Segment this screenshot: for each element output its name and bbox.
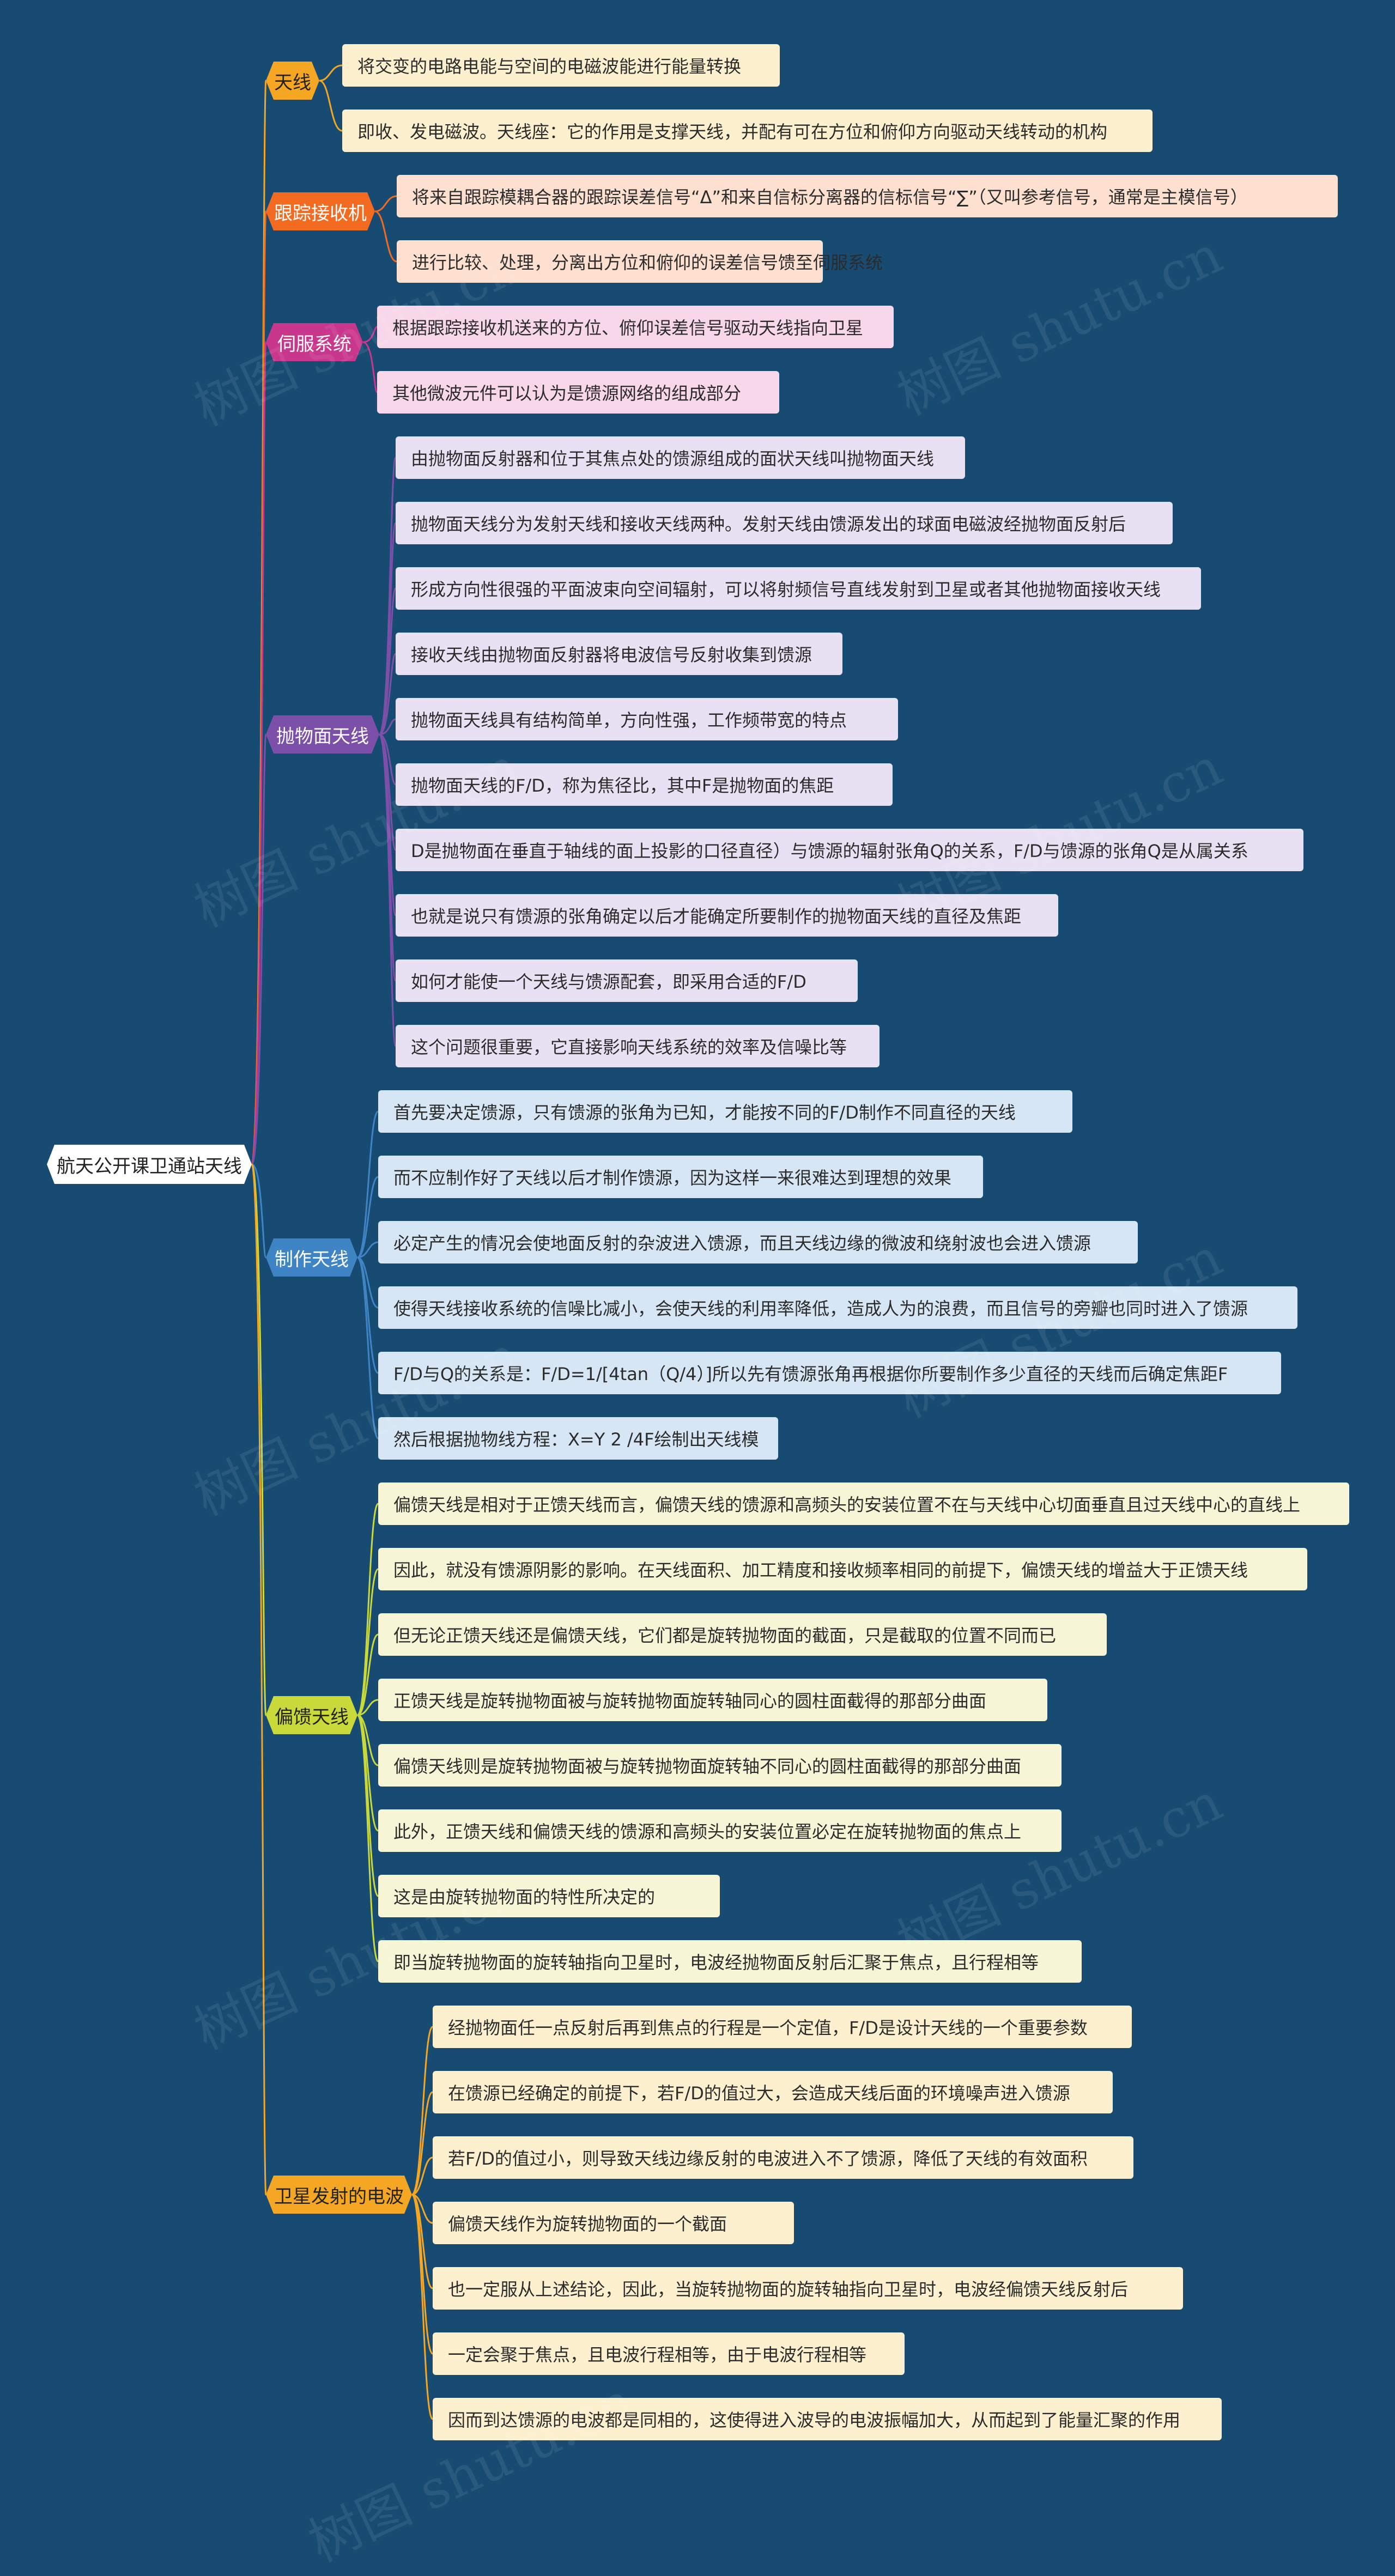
leaf-node[interactable]: 必定产生的情况会使地面反射的杂波进入馈源，而且天线边缘的微波和绕射波也会进入馈源 (378, 1221, 1138, 1263)
leaf-node[interactable]: 即当旋转抛物面的旋转轴指向卫星时，电波经抛物面反射后汇聚于焦点，且行程相等 (378, 1940, 1082, 1983)
leaf-connector (411, 2194, 433, 2224)
leaf-node[interactable]: 正馈天线是旋转抛物面被与旋转抛物面旋转轴同心的圆柱面截得的那部分曲面 (378, 1679, 1047, 1721)
leaf-connector (374, 195, 397, 212)
leaf-node[interactable]: 偏馈天线是相对于正馈天线而言，偏馈天线的馈源和高频头的安装位置不在与天线中心切面… (378, 1483, 1349, 1525)
leaf-node[interactable]: 接收天线由抛物面反射器将电波信号反射收集到馈源 (396, 633, 842, 675)
leaf-connector (378, 587, 397, 736)
leaf-connector (378, 733, 397, 1047)
leaf-node[interactable]: 使得天线接收系统的信噪比减小，会使天线的利用率降低，造成人为的浪费，而且信号的旁… (378, 1286, 1297, 1329)
connector-lines (251, 64, 434, 2420)
leaf-connector (319, 80, 343, 132)
leaf-connector (356, 1568, 379, 1716)
branch-node[interactable]: 抛物面天线 (266, 715, 379, 754)
branch-connector (251, 1163, 267, 1259)
branch-node[interactable]: 制作天线 (266, 1238, 357, 1277)
leaf-node[interactable]: 经抛物面任一点反射后再到焦点的行程是一个定值，F/D是设计天线的一个重要参数 (433, 2006, 1132, 2048)
leaf-connector (378, 522, 397, 736)
leaf-node[interactable]: 若F/D的值过小，则导致天线边缘反射的电波进入不了馈源，降低了天线的有效面积 (433, 2136, 1133, 2179)
leaf-connector (319, 64, 343, 82)
leaf-connector (356, 1110, 379, 1259)
leaf-connector (357, 1256, 379, 1309)
branch-node[interactable]: 卫星发射的电波 (266, 2176, 412, 2214)
leaf-connector (356, 1256, 379, 1439)
leaf-node[interactable]: 抛物面天线具有结构简单，方向性强，工作频带宽的特点 (396, 698, 898, 740)
leaf-node[interactable]: 然后根据抛物线方程：X=Y 2 /4F绘制出天线模 (378, 1417, 778, 1460)
leaf-node[interactable]: D是抛物面在垂直于轴线的面上投影的口径直径）与馈源的辐射张角Q的关系，F/D与馈… (396, 829, 1303, 871)
branch-connector (251, 733, 267, 1165)
leaf-node[interactable]: 由抛物面反射器和位于其焦点处的馈源组成的面状天线叫抛物面天线 (396, 436, 965, 479)
leaf-connector (357, 1176, 379, 1259)
leaf-connector (362, 326, 378, 343)
leaf-node[interactable]: 即收、发电磁波。天线座：它的作用是支撑天线，并配有可在方位和俯仰方向驱动天线转动… (342, 110, 1153, 152)
leaf-node[interactable]: 而不应制作好了天线以后才制作馈源，因为这样一来很难达到理想的效果 (378, 1156, 983, 1198)
leaf-connector (356, 1714, 379, 1897)
leaf-node[interactable]: 也就是说只有馈源的张角确定以后才能确定所要制作的抛物面天线的直径及焦距 (396, 894, 1058, 937)
leaf-node[interactable]: 抛物面天线分为发射天线和接收天线两种。发射天线由馈源发出的球面电磁波经抛物面反射… (396, 502, 1173, 544)
leaf-node[interactable]: 偏馈天线作为旋转抛物面的一个截面 (433, 2202, 794, 2244)
branch-node[interactable]: 天线 (266, 62, 319, 100)
leaf-node[interactable]: 但无论正馈天线还是偏馈天线，它们都是旋转抛物面的截面，只是截取的位置不同而已 (378, 1613, 1107, 1656)
leaf-node[interactable]: 根据跟踪接收机送来的方位、俯仰误差信号驱动天线指向卫星 (377, 306, 894, 348)
leaf-node[interactable]: 这是由旋转抛物面的特性所决定的 (378, 1875, 720, 1917)
leaf-connector (357, 1633, 379, 1716)
leaf-node[interactable]: 因而到达馈源的电波都是同相的，这使得进入波导的电波振幅加大，从而起到了能量汇聚的… (433, 2398, 1222, 2440)
leaf-node[interactable]: 形成方向性很强的平面波束向空间辐射，可以将射频信号直线发射到卫星或者其他抛物面接… (396, 567, 1201, 610)
leaf-node[interactable]: 这个问题很重要，它直接影响天线系统的效率及信噪比等 (396, 1025, 880, 1067)
leaf-node[interactable]: 如何才能使一个天线与馈源配套，即采用合适的F/D (396, 959, 858, 1002)
leaf-connector (379, 733, 397, 786)
branch-node[interactable]: 偏馈天线 (266, 1696, 357, 1734)
leaf-node[interactable]: 抛物面天线的F/D，称为焦径比，其中F是抛物面的焦距 (396, 763, 893, 806)
leaf-connector (379, 718, 396, 736)
leaf-connector (411, 2026, 434, 2196)
branch-node[interactable]: 伺服系统 (266, 323, 363, 361)
leaf-node[interactable]: 进行比较、处理，分离出方位和俯仰的误差信号馈至伺服系统 (397, 240, 883, 283)
branch-connector (251, 1163, 267, 1716)
leaf-connector (357, 1699, 379, 1716)
leaf-connector (411, 2194, 433, 2289)
leaf-connector (357, 1256, 379, 1374)
branch-connector (251, 341, 267, 1165)
branch-node[interactable]: 跟踪接收机 (266, 192, 375, 230)
leaf-node[interactable]: 也一定服从上述结论，因此，当旋转抛物面的旋转轴指向卫星时，电波经偏馈天线反射后 (433, 2267, 1183, 2310)
leaf-connector (357, 1241, 379, 1259)
leaf-node[interactable]: 将交变的电路电能与空间的电磁波能进行能量转换 (342, 44, 780, 87)
leaf-node[interactable]: 此外，正馈天线和偏馈天线的馈源和高频头的安装位置必定在旋转抛物面的焦点上 (378, 1809, 1062, 1852)
leaf-connector (411, 2091, 433, 2196)
leaf-connector (411, 2156, 433, 2196)
leaf-connector (357, 1714, 379, 1766)
leaf-connector (379, 653, 397, 736)
branch-connector (251, 1163, 267, 2196)
leaf-node[interactable]: 其他微波元件可以认为是馈源网络的组成部分 (377, 371, 779, 414)
leaf-node[interactable]: 偏馈天线则是旋转抛物面被与旋转抛物面旋转轴不同心的圆柱面截得的那部分曲面 (378, 1744, 1062, 1787)
leaf-connector (362, 341, 378, 393)
leaf-node[interactable]: 一定会聚于焦点，且电波行程相等，由于电波行程相等 (433, 2332, 905, 2375)
leaf-connector (356, 1714, 379, 1963)
leaf-connector (374, 210, 397, 263)
root-topic[interactable]: 航天公开课卫通站天线 (47, 1145, 252, 1184)
leaf-node[interactable]: 首先要决定馈源，只有馈源的张角为已知，才能按不同的F/D制作不同直径的天线 (378, 1090, 1072, 1133)
leaf-node[interactable]: F/D与Q的关系是：F/D=1/[4tan（Q/4）]所以先有馈源张角再根据你所… (378, 1352, 1281, 1394)
leaf-connector (411, 2194, 434, 2355)
leaf-node[interactable]: 将来自跟踪模耦合器的跟踪误差信号“Δ”和来自信标分离器的信标信号“∑”（又叫参考… (397, 175, 1338, 217)
leaf-connector (411, 2194, 434, 2420)
leaf-node[interactable]: 在馈源已经确定的前提下，若F/D的值过大，会造成天线后面的环境噪声进入馈源 (433, 2071, 1113, 2113)
leaf-node[interactable]: 因此，就没有馈源阴影的影响。在天线面积、加工精度和接收频率相同的前提下，偏馈天线… (378, 1548, 1307, 1590)
